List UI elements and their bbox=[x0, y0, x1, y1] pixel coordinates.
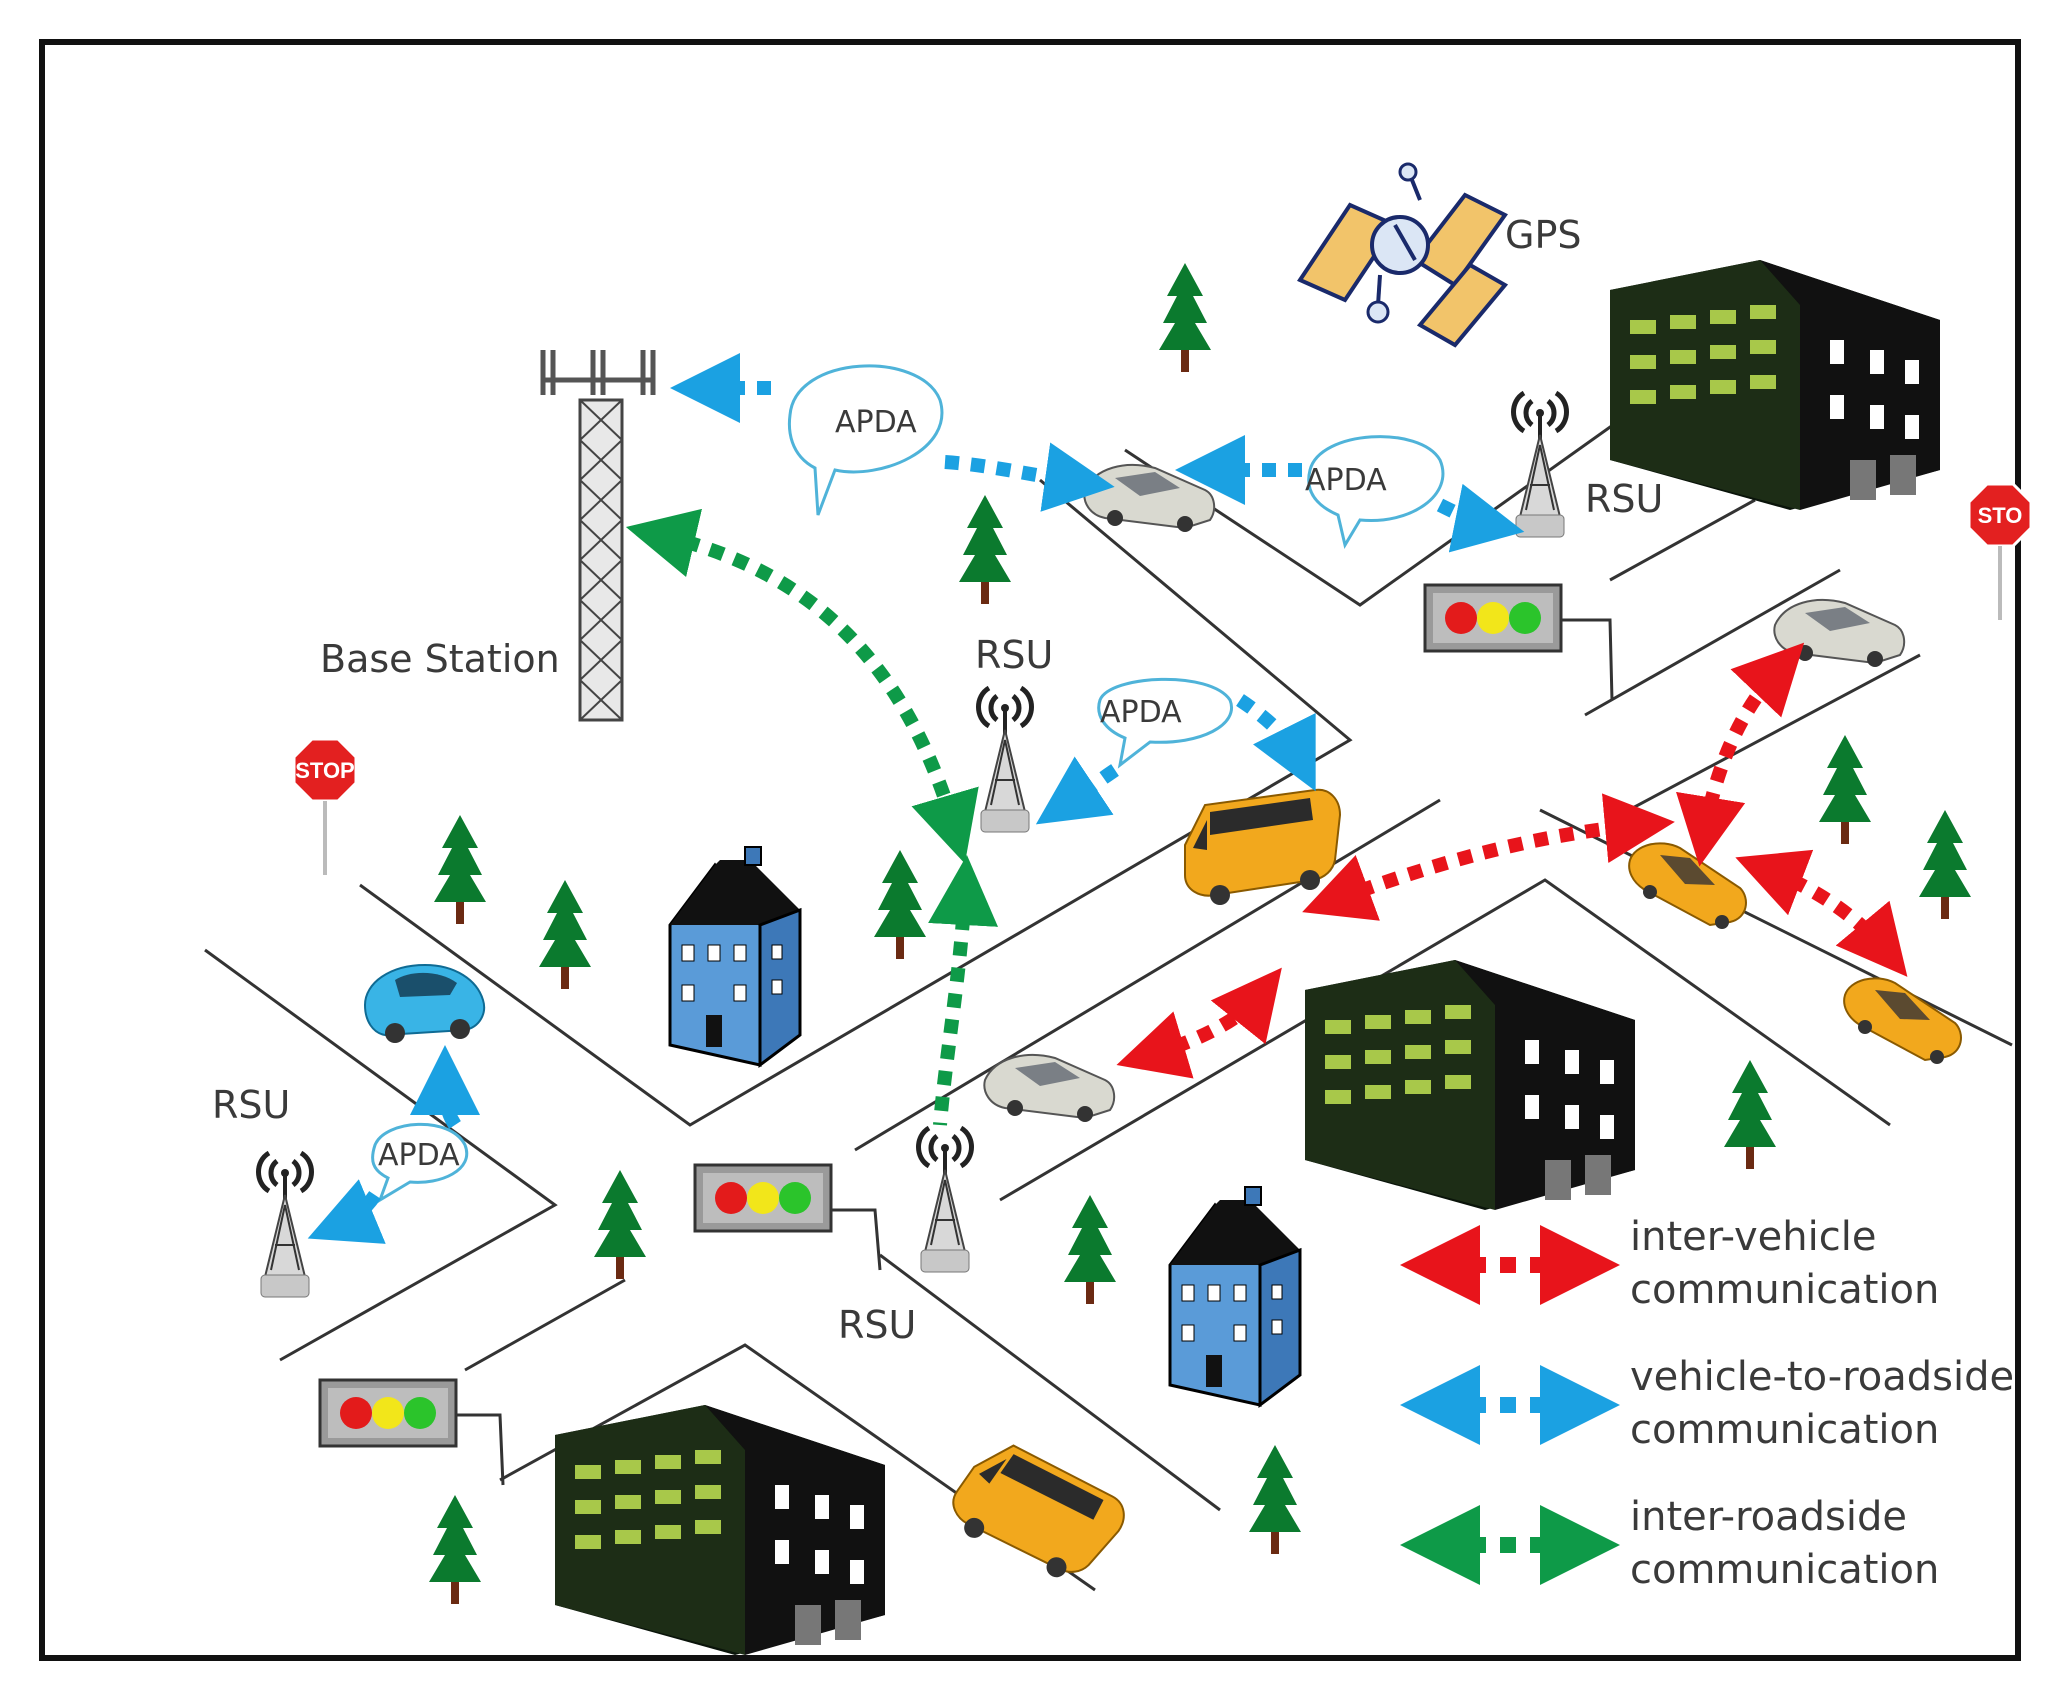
apda-label-4: APDA bbox=[378, 1138, 460, 1173]
rsu-label-bottom: RSU bbox=[838, 1303, 916, 1347]
apda-label-1: APDA bbox=[835, 405, 917, 440]
base-station-tower bbox=[540, 350, 656, 722]
legend-item-inter-vehicle: inter-vehicle communication bbox=[1400, 1214, 1939, 1313]
legend-item-inter-roadside: inter-roadside communication bbox=[1400, 1494, 1939, 1593]
gps-label: GPS bbox=[1505, 213, 1581, 257]
apda-label-3: APDA bbox=[1100, 695, 1182, 730]
legend-inter-vehicle-line2: communication bbox=[1630, 1267, 1939, 1313]
legend-inter-roadside-line1: inter-roadside bbox=[1630, 1494, 1907, 1540]
rsu-label-left: RSU bbox=[212, 1083, 290, 1127]
stop-signs: STOP STO bbox=[292, 482, 2033, 877]
legend-vehicle-to-roadside-line1: vehicle-to-roadside bbox=[1630, 1354, 2014, 1400]
rsu-label-center: RSU bbox=[975, 633, 1053, 677]
legend-inter-vehicle-line1: inter-vehicle bbox=[1630, 1214, 1876, 1260]
legend-vehicle-to-roadside-line2: communication bbox=[1630, 1407, 1939, 1453]
legend-inter-roadside-line2: communication bbox=[1630, 1547, 1939, 1593]
base-station-label: Base Station bbox=[320, 637, 560, 681]
rsu-label-top-right: RSU bbox=[1585, 477, 1663, 521]
apda-label-2: APDA bbox=[1305, 463, 1387, 498]
stop-sign-label: STOP bbox=[295, 758, 355, 783]
traffic-lights bbox=[318, 583, 1614, 1486]
inter-roadside-links bbox=[625, 508, 999, 1126]
gps-satellite-icon bbox=[1297, 162, 1509, 348]
vehicle-to-roadside-links bbox=[307, 353, 1525, 1244]
apda-bubbles bbox=[371, 364, 1445, 1204]
node-labels: GPS Base Station RSU RSU RSU RSU bbox=[212, 213, 1663, 1347]
stop-sign-label-partial: STO bbox=[1978, 503, 2023, 528]
apda-labels: APDA APDA APDA APDA bbox=[378, 405, 1387, 1173]
inter-vehicle-links bbox=[1116, 642, 1908, 1079]
legend: inter-vehicle communication vehicle-to-r… bbox=[1400, 1214, 2014, 1593]
legend-item-vehicle-to-roadside: vehicle-to-roadside communication bbox=[1400, 1354, 2014, 1453]
